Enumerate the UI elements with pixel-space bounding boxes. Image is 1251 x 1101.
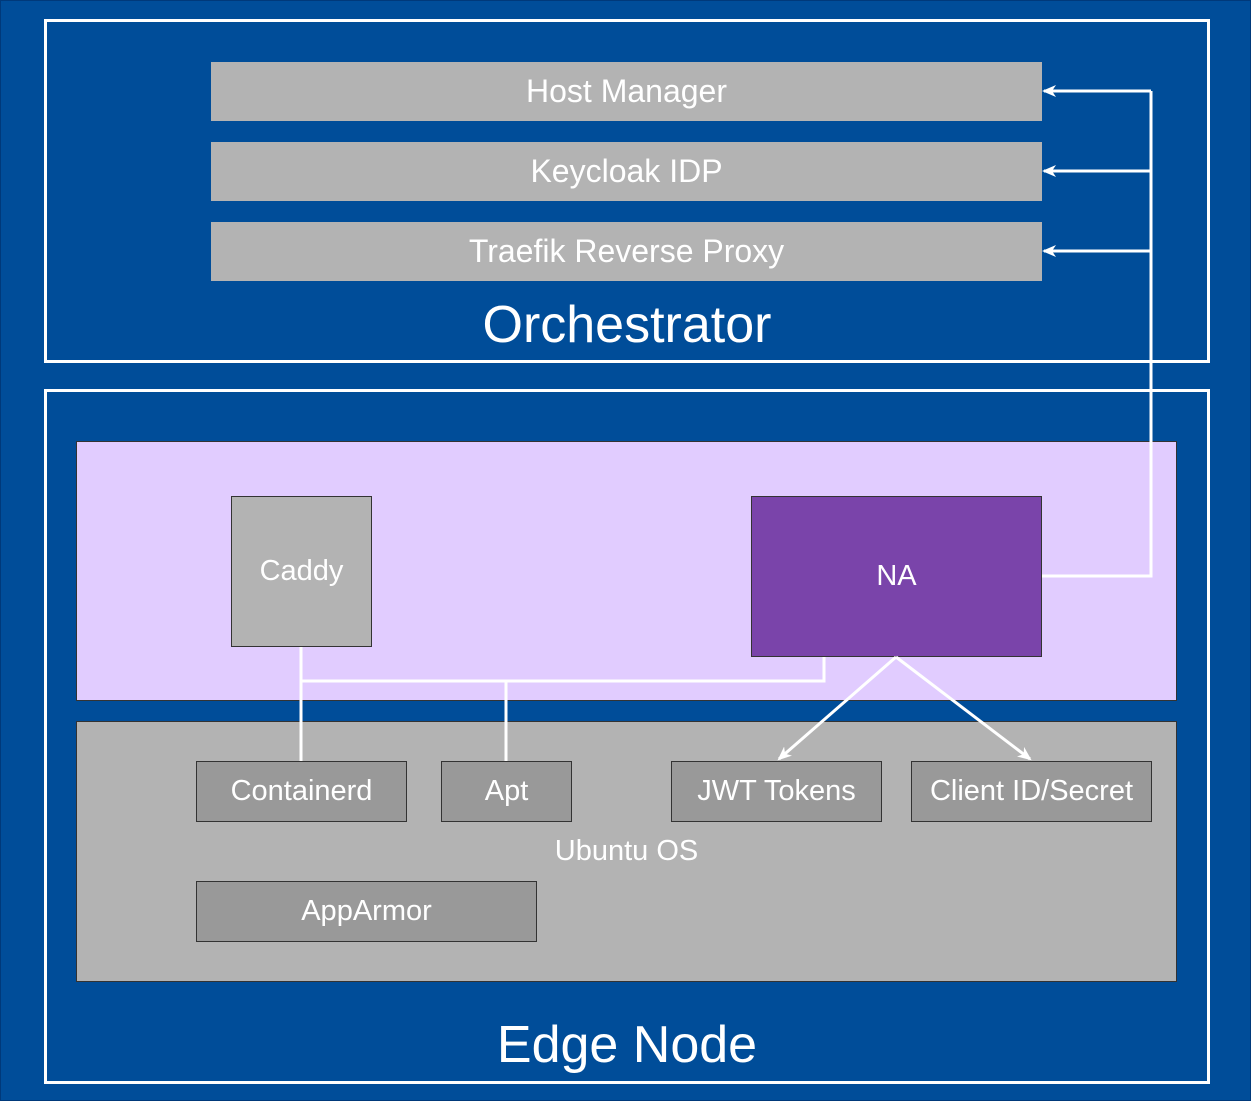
jwt-tokens-box: JWT Tokens (671, 761, 882, 822)
host-manager-label: Host Manager (526, 73, 727, 109)
na-box: NA (751, 496, 1042, 657)
traefik-reverse-proxy-box: Traefik Reverse Proxy (211, 222, 1042, 281)
caddy-label: Caddy (259, 555, 344, 587)
caddy-box: Caddy (231, 496, 372, 647)
orchestrator-title: Orchestrator (482, 296, 772, 354)
edge-node-title: Edge Node (496, 1016, 758, 1074)
keycloak-idp-box: Keycloak IDP (211, 142, 1042, 201)
apparmor-box: AppArmor (196, 881, 537, 942)
host-manager-box: Host Manager (211, 62, 1042, 121)
apparmor-label: AppArmor (301, 895, 432, 927)
orchestrator-frame (44, 19, 1210, 363)
client-id-secret-box: Client ID/Secret (911, 761, 1152, 822)
containerd-label: Containerd (230, 775, 373, 807)
edge-node-frame (44, 389, 1210, 1084)
client-id-secret-label: Client ID/Secret (929, 775, 1134, 807)
ubuntu-os-label: Ubuntu OS (554, 835, 699, 867)
traefik-reverse-proxy-label: Traefik Reverse Proxy (468, 233, 785, 269)
containerd-box: Containerd (196, 761, 407, 822)
apt-box: Apt (441, 761, 572, 822)
jwt-tokens-label: JWT Tokens (697, 775, 856, 807)
keycloak-idp-label: Keycloak IDP (530, 153, 723, 189)
apt-label: Apt (484, 775, 529, 807)
na-label: NA (876, 560, 917, 592)
